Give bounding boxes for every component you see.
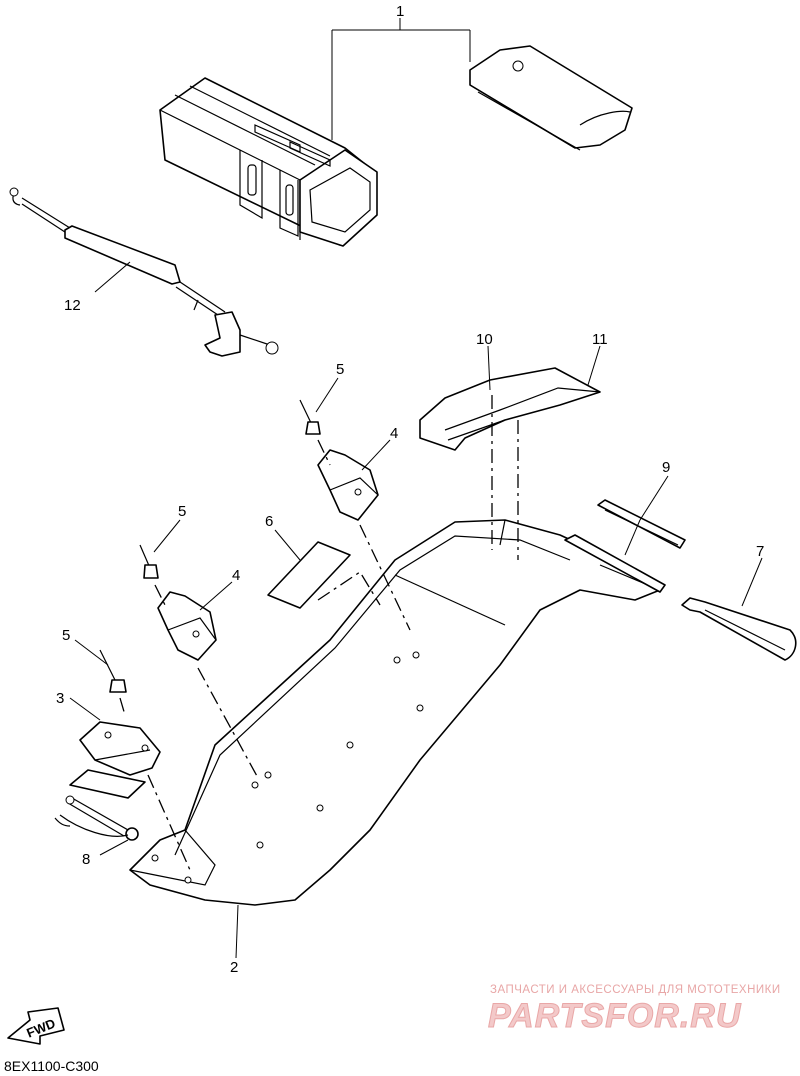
callout-7: 7 <box>756 543 764 560</box>
callout-8: 8 <box>82 851 90 868</box>
bracket <box>69 721 191 871</box>
tool-bag <box>159 45 633 247</box>
rubber-strip <box>564 499 686 593</box>
callout-4-upper: 4 <box>390 425 398 442</box>
callout-12: 12 <box>64 297 81 314</box>
callout-1: 1 <box>396 3 404 20</box>
screws <box>99 399 331 716</box>
callout-11: 11 <box>592 331 608 348</box>
watermark: ЗАПЧАСТИ И АКСЕССУАРЫ ДЛЯ МОТОТЕХНИКИ PA… <box>488 984 781 1036</box>
callout-2: 2 <box>230 959 238 976</box>
wire-pin <box>54 795 139 841</box>
watermark-tagline: ЗАПЧАСТИ И АКСЕССУАРЫ ДЛЯ МОТОТЕХНИКИ <box>490 984 781 996</box>
callout-10: 10 <box>476 331 493 348</box>
rear-fender-plate <box>129 519 661 906</box>
callout-3: 3 <box>56 690 64 707</box>
callout-9: 9 <box>662 459 670 476</box>
decal-strips <box>419 367 601 560</box>
clip-lower <box>157 591 259 779</box>
callout-5-middle: 5 <box>178 503 186 520</box>
watermark-brand: PARTSFOR.RU <box>488 997 742 1035</box>
callout-4-lower: 4 <box>232 567 240 584</box>
callout-6: 6 <box>265 513 273 530</box>
fwd-arrow-icon: FWD <box>7 1007 65 1045</box>
callouts: 1 2 3 4 4 5 5 5 6 7 8 9 10 11 12 <box>56 3 764 976</box>
callout-5-bottom: 5 <box>62 627 70 644</box>
clip-upper <box>317 449 411 631</box>
seat-lock-cable <box>9 187 279 357</box>
label-plate <box>267 541 381 609</box>
callout-5-top: 5 <box>336 361 344 378</box>
hook-rod <box>681 597 797 661</box>
drawing-code: 8EX1100-C300 <box>4 1058 99 1074</box>
